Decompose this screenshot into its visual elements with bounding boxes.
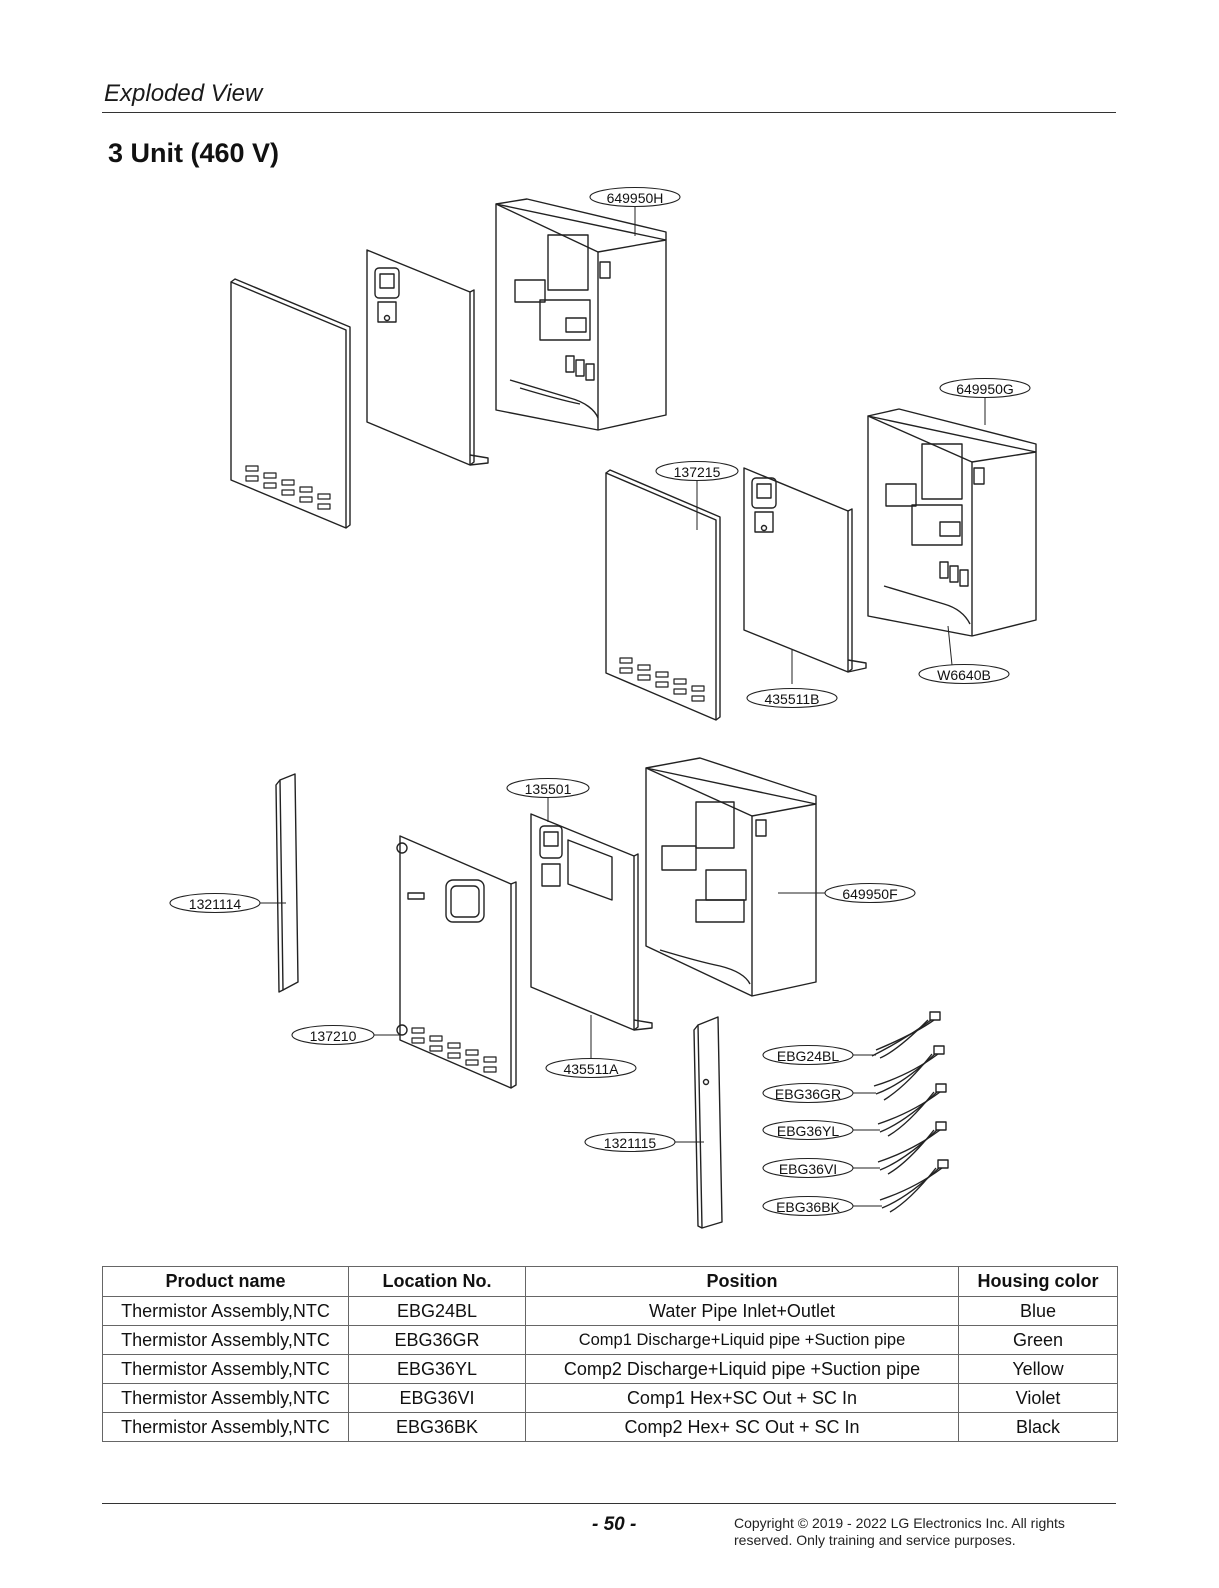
cover-panel-g: [605, 469, 721, 721]
label-ebg36yl: EBG36YL: [777, 1123, 839, 1139]
table-row: Thermistor Assembly,NTC EBG36GR Comp1 Di…: [102, 1325, 1118, 1355]
cell-housing-color: Black: [958, 1412, 1118, 1442]
cell-product-name: Thermistor Assembly,NTC: [102, 1325, 349, 1355]
callout-137210: [291, 1024, 375, 1046]
copyright-notice: Copyright © 2019 - 2022 LG Electronics I…: [734, 1515, 1065, 1548]
callout-ebg36yl: [762, 1119, 854, 1141]
cell-location-no: EBG36YL: [348, 1354, 526, 1384]
cell-location-no: EBG24BL: [348, 1296, 526, 1326]
callout-1321114: [169, 892, 261, 914]
cell-location-no: EBG36VI: [348, 1383, 526, 1413]
cell-product-name: Thermistor Assembly,NTC: [102, 1412, 349, 1442]
chassis-g: [867, 408, 1037, 637]
label-649950f: 649950F: [842, 886, 897, 902]
header-location-no: Location No.: [348, 1266, 526, 1297]
label-649950g: 649950G: [956, 381, 1014, 397]
cell-product-name: Thermistor Assembly,NTC: [102, 1296, 349, 1326]
thermistor-ebg24bl: [871, 1011, 941, 1059]
cell-housing-color: Yellow: [958, 1354, 1118, 1384]
label-135501: 135501: [525, 781, 572, 797]
front-door-panel: [396, 835, 517, 1089]
cell-housing-color: Green: [958, 1325, 1118, 1355]
table-row: Thermistor Assembly,NTC EBG36BK Comp2 He…: [102, 1412, 1118, 1442]
callout-1321115: [584, 1131, 676, 1153]
callout-ebg36bk: [762, 1195, 854, 1217]
side-rail-left: [275, 773, 299, 993]
cell-position: Comp1 Hex+SC Out + SC In: [525, 1383, 959, 1413]
cover-panel-h: [230, 278, 351, 529]
thermistor-table: Product name Location No. Position Housi…: [102, 1266, 1118, 1442]
callout-649950g: [939, 377, 1031, 399]
thermistor-ebg36gr: [873, 1045, 945, 1101]
header-housing-color: Housing color: [958, 1266, 1118, 1297]
table-row: Thermistor Assembly,NTC EBG36VI Comp1 He…: [102, 1383, 1118, 1413]
callout-649950h: [589, 186, 681, 208]
cell-housing-color: Blue: [958, 1296, 1118, 1326]
label-ebg36vi: EBG36VI: [779, 1161, 837, 1177]
cell-position: Comp2 Hex+ SC Out + SC In: [525, 1412, 959, 1442]
label-1321115: 1321115: [604, 1135, 657, 1151]
label-1321114: 1321114: [189, 896, 242, 912]
thermistor-ebg36bk: [879, 1159, 949, 1213]
callout-137215: [655, 460, 739, 482]
callout-ebg36vi: [762, 1157, 854, 1179]
chassis-h: [495, 198, 667, 431]
cell-location-no: EBG36GR: [348, 1325, 526, 1355]
label-ebg24bl: EBG24BL: [777, 1048, 839, 1064]
callout-649950f: [824, 882, 916, 904]
callout-ebg24bl: [762, 1044, 854, 1066]
header-position: Position: [525, 1266, 959, 1297]
label-137215: 137215: [674, 464, 721, 480]
callout-ebg36gr: [762, 1082, 854, 1104]
label-435511b: 435511B: [764, 691, 819, 707]
cell-location-no: EBG36BK: [348, 1412, 526, 1442]
exploded-view-diagram: 649950H 649950G 137215 W6640B 435511B 13…: [169, 186, 1037, 1229]
cell-position: Comp2 Discharge+Liquid pipe +Suction pip…: [525, 1354, 959, 1384]
side-rail-right: [693, 1016, 723, 1229]
label-w6640b: W6640B: [937, 667, 991, 683]
table-row: Thermistor Assembly,NTC EBG36YL Comp2 Di…: [102, 1354, 1118, 1384]
label-435511a: 435511A: [563, 1061, 619, 1077]
label-ebg36bk: EBG36BK: [776, 1199, 840, 1215]
callout-135501: [506, 777, 590, 799]
table-row: Thermistor Assembly,NTC EBG24BL Water Pi…: [102, 1296, 1118, 1326]
footer-rule: [102, 1503, 1116, 1504]
thermistor-ebg36vi: [877, 1121, 947, 1175]
header-rule: [102, 112, 1116, 113]
thermistor-ebg36yl: [877, 1083, 947, 1137]
callout-435511b: [746, 687, 838, 709]
label-ebg36gr: EBG36GR: [775, 1086, 841, 1102]
cell-position: Water Pipe Inlet+Outlet: [525, 1296, 959, 1326]
callout-w6640b: [918, 663, 1010, 685]
label-137210: 137210: [310, 1028, 357, 1044]
front-panel-h: [366, 249, 489, 466]
cell-product-name: Thermistor Assembly,NTC: [102, 1354, 349, 1384]
front-panel-g: [743, 467, 867, 673]
page-number: - 50 -: [592, 1514, 637, 1535]
callout-435511a: [545, 1057, 637, 1079]
front-panel-f: [530, 813, 653, 1031]
cell-position: Comp1 Discharge+Liquid pipe +Suction pip…: [525, 1325, 959, 1355]
page-title: 3 Unit (460 V): [108, 138, 280, 168]
cell-housing-color: Violet: [958, 1383, 1118, 1413]
cell-product-name: Thermistor Assembly,NTC: [102, 1383, 349, 1413]
header-product-name: Product name: [102, 1266, 349, 1297]
label-649950h: 649950H: [607, 190, 664, 206]
table-header-row: Product name Location No. Position Housi…: [102, 1266, 1118, 1297]
section-heading: Exploded View: [104, 80, 263, 107]
chassis-f: [645, 757, 817, 997]
